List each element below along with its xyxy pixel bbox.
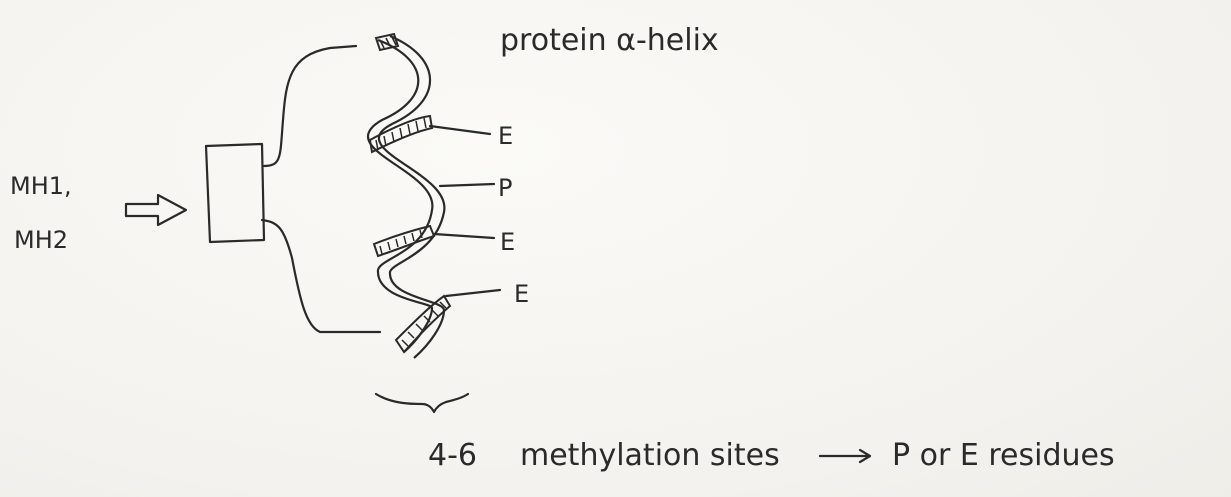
pointer-line-2	[440, 184, 494, 186]
title-label: protein α-helix	[500, 23, 719, 58]
residue-label-2: P	[498, 174, 512, 202]
helix-brace	[376, 394, 468, 412]
input-label-mh2: MH2	[14, 226, 68, 254]
residue-label-3: E	[500, 228, 515, 256]
hollow-arrow-icon	[126, 195, 186, 225]
footer-count: 4-6	[428, 438, 477, 473]
footer-result: P or E residues	[892, 438, 1115, 473]
pointer-line-1	[430, 126, 490, 134]
pointer-line-4	[446, 290, 500, 296]
domain-box	[206, 144, 264, 242]
footer-text: methylation sites	[520, 438, 780, 473]
residue-label-4: E	[514, 280, 529, 308]
pointer-line-3	[434, 234, 494, 238]
upper-bracket	[264, 46, 356, 166]
lower-bracket	[262, 220, 380, 332]
residue-label-1: E	[498, 122, 513, 150]
input-label-mh1: MH1,	[10, 172, 72, 200]
alpha-helix	[368, 34, 450, 358]
arrow-right-icon	[820, 450, 870, 462]
